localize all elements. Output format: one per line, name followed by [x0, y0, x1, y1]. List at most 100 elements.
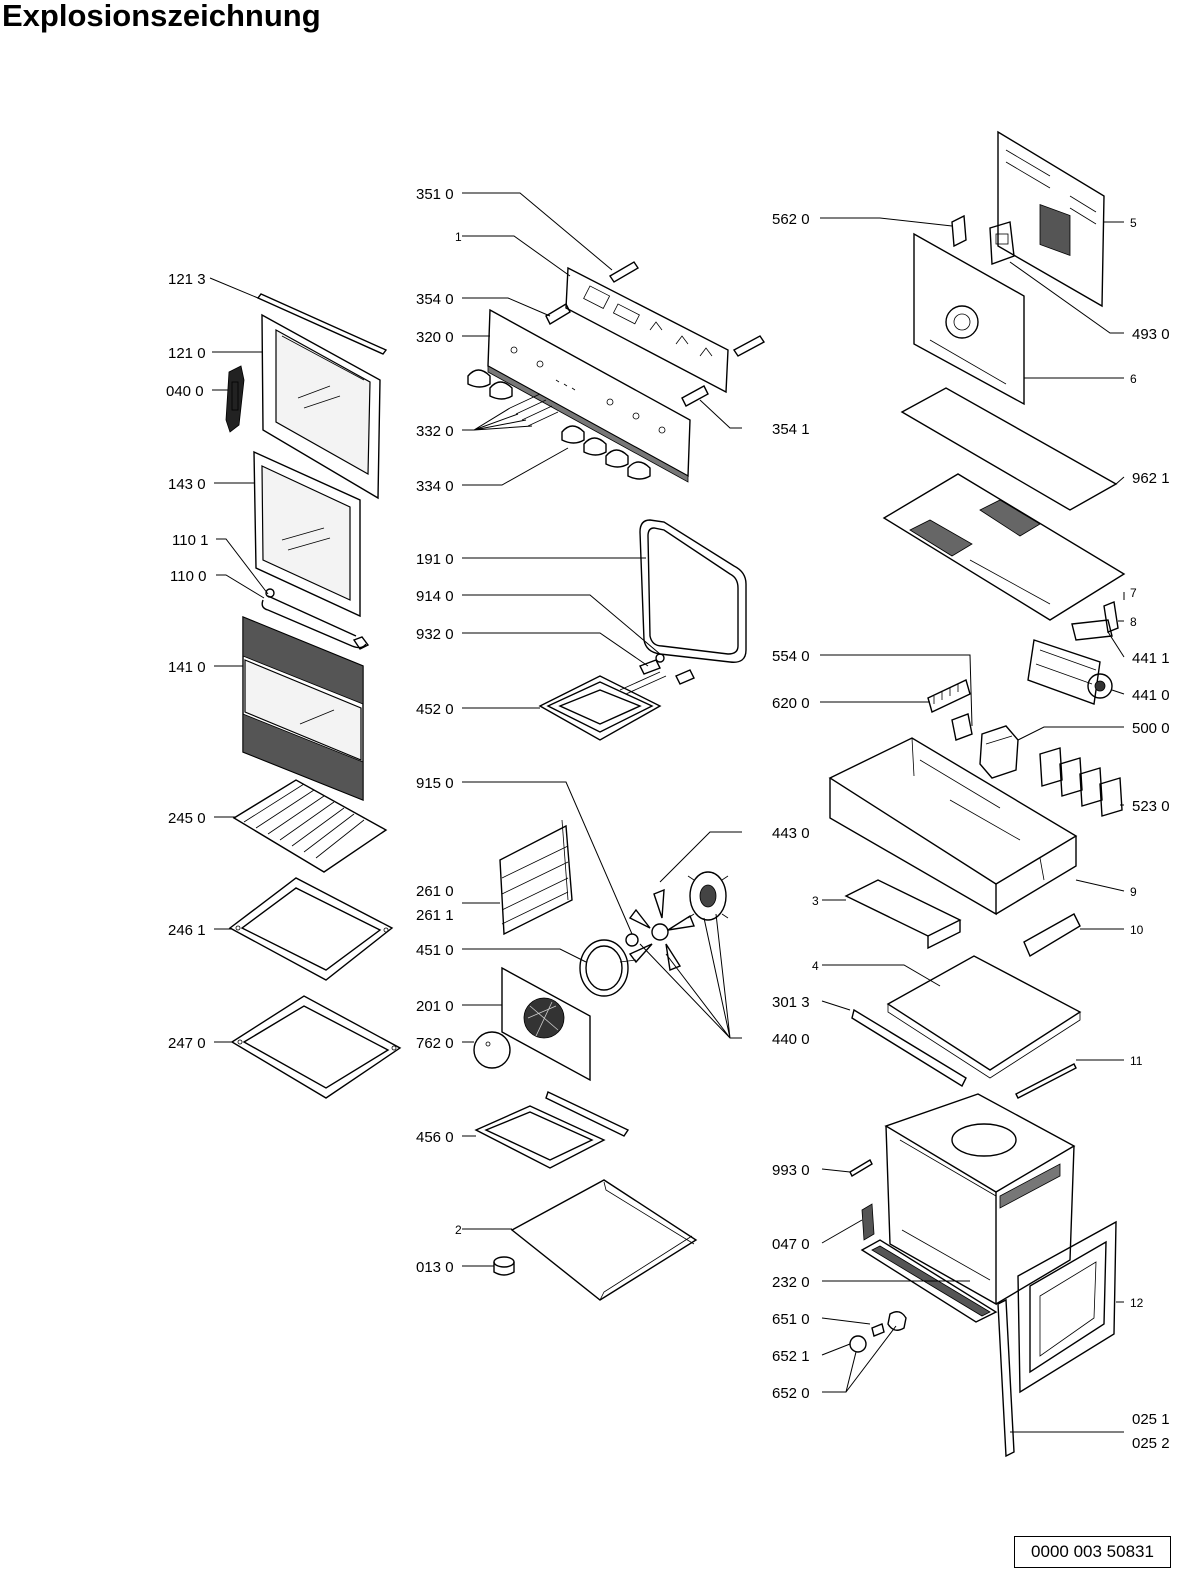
label-320-0: 320 0 — [416, 329, 454, 346]
label-620-0: 620 0 — [772, 695, 810, 712]
label-247-0: 247 0 — [168, 1035, 206, 1052]
label-441-1: 441 1 — [1132, 650, 1170, 667]
label-4: 4 — [812, 959, 819, 973]
label-025-1: 025 1 — [1132, 1411, 1170, 1428]
label-025-2: 025 2 — [1132, 1435, 1170, 1452]
part-small-knobs — [849, 1311, 907, 1353]
label-110-1: 110 1 — [172, 532, 208, 549]
part-grill-heating-element — [538, 653, 695, 741]
label-047-0: 047 0 — [772, 1236, 810, 1253]
label-191-0: 191 0 — [416, 551, 454, 568]
label-440-0: 440 0 — [772, 1031, 810, 1048]
label-10: 10 — [1130, 923, 1144, 937]
label-261-1: 261 1 — [416, 907, 454, 924]
label-523-0: 523 0 — [1132, 798, 1170, 815]
part-oven-cavity — [884, 1093, 1076, 1306]
label-441-0: 441 0 — [1132, 687, 1170, 704]
label-8: 8 — [1130, 615, 1137, 629]
part-back-cover — [997, 130, 1105, 308]
label-762-0: 762 0 — [416, 1035, 454, 1052]
label-451-0: 451 0 — [416, 942, 454, 959]
label-652-1: 652 1 — [772, 1348, 810, 1365]
part-deep-tray — [230, 995, 402, 1099]
label-443-0: 443 0 — [772, 825, 810, 842]
part-hinge-mount — [861, 1203, 875, 1241]
part-switch — [951, 713, 973, 741]
part-terminal-block — [927, 679, 971, 713]
part-rod — [1015, 1063, 1077, 1099]
label-332-0: 332 0 — [416, 423, 454, 440]
part-inner-door-glass — [253, 450, 361, 618]
part-insulation-mat — [900, 387, 1118, 511]
part-screw — [849, 1159, 873, 1177]
part-knobs-right — [561, 425, 651, 480]
part-door-handle — [261, 588, 370, 650]
document-number-box: 0000 003 50831 — [1014, 1536, 1171, 1568]
label-12: 12 — [1130, 1296, 1144, 1310]
leader-lines — [209, 192, 1125, 1433]
label-245-0: 245 0 — [168, 810, 206, 827]
part-foot — [493, 1256, 515, 1276]
label-141-0: 141 0 — [168, 659, 206, 676]
label-013-0: 013 0 — [416, 1259, 454, 1276]
label-652-0: 652 0 — [772, 1385, 810, 1402]
part-wire-rack — [232, 779, 388, 873]
label-962-1: 962 1 — [1132, 470, 1170, 487]
part-back-panel — [913, 232, 1025, 406]
page-title: Explosionszeichnung — [2, 0, 321, 33]
label-1: 1 — [455, 230, 462, 244]
part-spindle — [609, 261, 639, 283]
part-door-hinge — [225, 365, 245, 433]
part-switch-group — [1039, 747, 1123, 817]
part-clip — [951, 214, 967, 248]
label-651-0: 651 0 — [772, 1311, 810, 1328]
label-261-0: 261 0 — [416, 883, 454, 900]
part-chassis-frame — [828, 737, 1078, 916]
label-6: 6 — [1130, 372, 1137, 386]
label-5: 5 — [1130, 216, 1137, 230]
part-outer-door-frame — [261, 313, 381, 500]
label-2: 2 — [455, 1223, 462, 1237]
part-knobs-left — [467, 369, 559, 427]
label-452-0: 452 0 — [416, 701, 454, 718]
label-915-0: 915 0 — [416, 775, 454, 792]
label-143-0: 143 0 — [168, 476, 206, 493]
part-support-plate — [886, 955, 1082, 1079]
label-554-0: 554 0 — [772, 648, 810, 665]
label-993-0: 993 0 — [772, 1162, 810, 1179]
part-control-board — [565, 266, 729, 394]
label-7: 7 — [1130, 586, 1137, 600]
label-040-0: 040 0 — [166, 383, 204, 400]
label-201-0: 201 0 — [416, 998, 454, 1015]
label-301-3: 301 3 — [772, 994, 810, 1011]
label-500-0: 500 0 — [1132, 720, 1170, 737]
label-562-0: 562 0 — [772, 211, 810, 228]
part-fan-cover — [473, 966, 591, 1082]
part-seal-strip — [997, 1298, 1015, 1458]
label-11: 11 — [1130, 1054, 1143, 1068]
part-cooling-fan — [1027, 619, 1113, 705]
part-bracket-3 — [844, 879, 962, 950]
label-493-0: 493 0 — [1132, 326, 1170, 343]
label-354-0: 354 0 — [416, 291, 454, 308]
label-121-0: 121 0 — [168, 345, 206, 362]
part-front-door-glass — [242, 615, 364, 802]
label-9: 9 — [1130, 885, 1137, 899]
part-door-top-strip — [256, 293, 388, 355]
part-bottom-plate — [510, 1179, 698, 1301]
label-110-0: 110 0 — [170, 568, 206, 585]
label-932-0: 932 0 — [416, 626, 454, 643]
part-side-door-frame — [1017, 1220, 1117, 1394]
label-3: 3 — [812, 894, 819, 908]
part-bottom-heating-element — [474, 1091, 630, 1169]
part-side-shelf-runners — [499, 819, 573, 936]
part-control-panel — [487, 308, 691, 483]
part-baking-tray — [228, 877, 394, 981]
part-labels: 12 1 3 121 0 040 0 143 0 110 1 110 0 141 … — [166, 186, 1170, 1452]
part-convection-fan — [625, 871, 729, 971]
label-246-1: 246 1 — [168, 922, 206, 939]
part-motor-bracket — [989, 221, 1015, 265]
part-fan-heating-ring — [579, 939, 637, 997]
part-knob-shafts — [545, 303, 766, 407]
